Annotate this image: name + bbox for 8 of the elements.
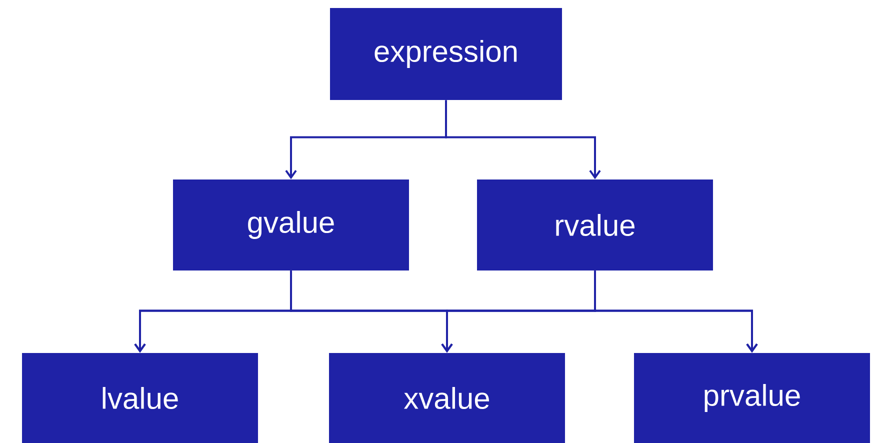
arrow — [445, 100, 601, 180]
category-box: lvalue — [22, 353, 258, 443]
arrow — [594, 270, 758, 353]
category-box: xvalue — [329, 353, 565, 443]
category-box: gvalue — [173, 180, 409, 270]
category-box: expression — [330, 8, 562, 100]
category-box: prvalue — [634, 353, 870, 443]
category-box: rvalue — [477, 180, 713, 270]
